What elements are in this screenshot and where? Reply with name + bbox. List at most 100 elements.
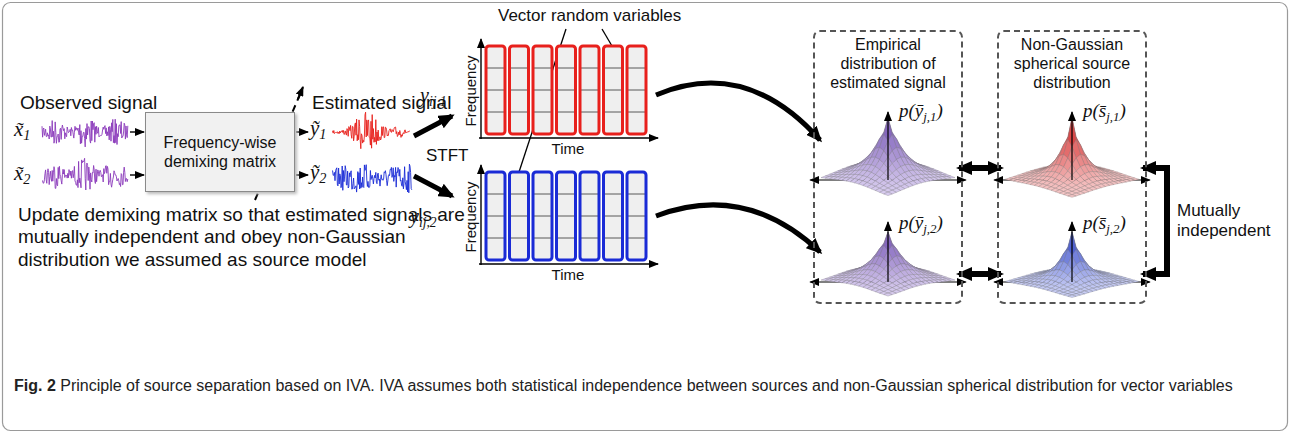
frequency-bin <box>510 216 529 217</box>
axis-label: Frequency <box>462 56 480 127</box>
group-heading: Non-Gaussian spherical source distributi… <box>999 32 1145 93</box>
signal-name: ỹ2 <box>310 160 326 185</box>
distribution-label: p(ȳj,1) <box>899 100 943 122</box>
frequency-bin <box>510 238 529 239</box>
frequency-bin <box>627 238 646 239</box>
vector-variable <box>557 172 576 260</box>
frequency-bin <box>627 68 646 69</box>
group-frame: Empirical distribution of estimated sign… <box>813 30 963 304</box>
time-frame <box>627 46 646 134</box>
time-frame <box>604 46 623 134</box>
signal-arrow <box>296 174 308 175</box>
signal-name: yij,1 <box>420 84 447 108</box>
frequency-bin <box>533 112 552 113</box>
distribution-plot: p(s̄j,1) <box>1001 98 1143 206</box>
figure-caption: Fig. 2 Principle of source separation ba… <box>14 376 1276 397</box>
vector-variable <box>580 172 599 260</box>
process-label: STFT <box>426 146 469 166</box>
vector-variable <box>510 172 529 260</box>
signal-name: x̃1 <box>14 117 30 142</box>
time-frame <box>510 172 529 260</box>
surface-mesh <box>884 192 892 196</box>
edge-label: Mutually independent <box>1177 201 1279 241</box>
frequency-bin <box>533 194 552 195</box>
axis-label: Time <box>484 140 652 158</box>
time-frame <box>533 172 552 260</box>
frequency-bin <box>533 238 552 239</box>
frequency-bin <box>580 90 599 91</box>
axis-arrow <box>887 112 888 180</box>
stft-arrow <box>414 176 452 196</box>
axis-arrow <box>887 222 888 282</box>
vector-variable <box>486 172 505 260</box>
waveform <box>42 119 128 147</box>
signal-arrow <box>130 174 144 175</box>
time-frame <box>533 46 552 134</box>
axis-arrow <box>479 263 658 264</box>
waveform <box>42 158 128 190</box>
signal-arrow <box>296 131 308 132</box>
distribution-label: p(s̄j,2) <box>1083 212 1126 234</box>
vector-variable <box>557 46 576 134</box>
connector-arrow <box>656 83 820 140</box>
frequency-bin <box>533 216 552 217</box>
frequency-bin <box>580 216 599 217</box>
spectrogram-plot: FrequencyTime <box>460 166 656 288</box>
waveform <box>332 164 412 193</box>
axis-arrow <box>480 39 481 139</box>
frequency-bin <box>557 216 576 217</box>
note-text: Update demixing matrix so that estimated… <box>18 204 480 271</box>
time-frame <box>580 46 599 134</box>
frequency-bin <box>580 238 599 239</box>
frequency-bin <box>604 194 623 195</box>
time-frame <box>510 46 529 134</box>
signal-name: ỹ1 <box>310 116 326 141</box>
group-heading: Empirical distribution of estimated sign… <box>815 32 961 93</box>
axis-arrow <box>1071 222 1072 282</box>
frequency-bin <box>604 68 623 69</box>
axis-label: Time <box>484 266 652 284</box>
time-frame <box>604 172 623 260</box>
spectrogram-plot: FrequencyTime <box>460 40 656 162</box>
axis-arrow <box>480 165 481 265</box>
frequency-bin <box>627 90 646 91</box>
frequency-bin <box>486 90 505 91</box>
vector-variable <box>604 172 623 260</box>
vector-variable <box>627 172 646 260</box>
frequency-bin <box>557 194 576 195</box>
process-box: Frequency-wise demixing matrix <box>145 112 295 192</box>
frequency-bin <box>627 216 646 217</box>
frequency-bin <box>486 112 505 113</box>
frequency-bin <box>604 216 623 217</box>
signal-name: x̃2 <box>14 161 30 186</box>
frequency-bin <box>486 216 505 217</box>
waveform <box>332 112 409 149</box>
surface-mesh <box>1068 295 1076 298</box>
connector-arrow <box>656 205 820 252</box>
vector-variable <box>604 46 623 134</box>
distribution-plot: p(s̄j,2) <box>1001 212 1143 302</box>
frequency-bin <box>557 238 576 239</box>
frequency-bin <box>510 194 529 195</box>
figure-border <box>3 3 1288 431</box>
frequency-bin <box>604 238 623 239</box>
leader-line <box>602 29 612 46</box>
time-frame <box>486 172 505 260</box>
distribution-plot: p(ȳj,1) <box>817 98 959 206</box>
vector-variable <box>580 46 599 134</box>
frequency-bin <box>627 112 646 113</box>
time-frame <box>486 46 505 134</box>
vector-variable <box>533 172 552 260</box>
signal-heading: Observed signal <box>20 92 157 114</box>
surface-mesh <box>1068 195 1076 198</box>
frequency-bin <box>557 68 576 69</box>
time-frame <box>557 46 576 134</box>
time-frame <box>627 172 646 260</box>
callout-label: Vector random variables <box>498 6 681 26</box>
distribution-label: p(ȳj,2) <box>899 212 943 234</box>
update-arrow-head <box>298 87 303 99</box>
frequency-bin <box>627 194 646 195</box>
frequency-bin <box>510 112 529 113</box>
frequency-bin <box>557 112 576 113</box>
